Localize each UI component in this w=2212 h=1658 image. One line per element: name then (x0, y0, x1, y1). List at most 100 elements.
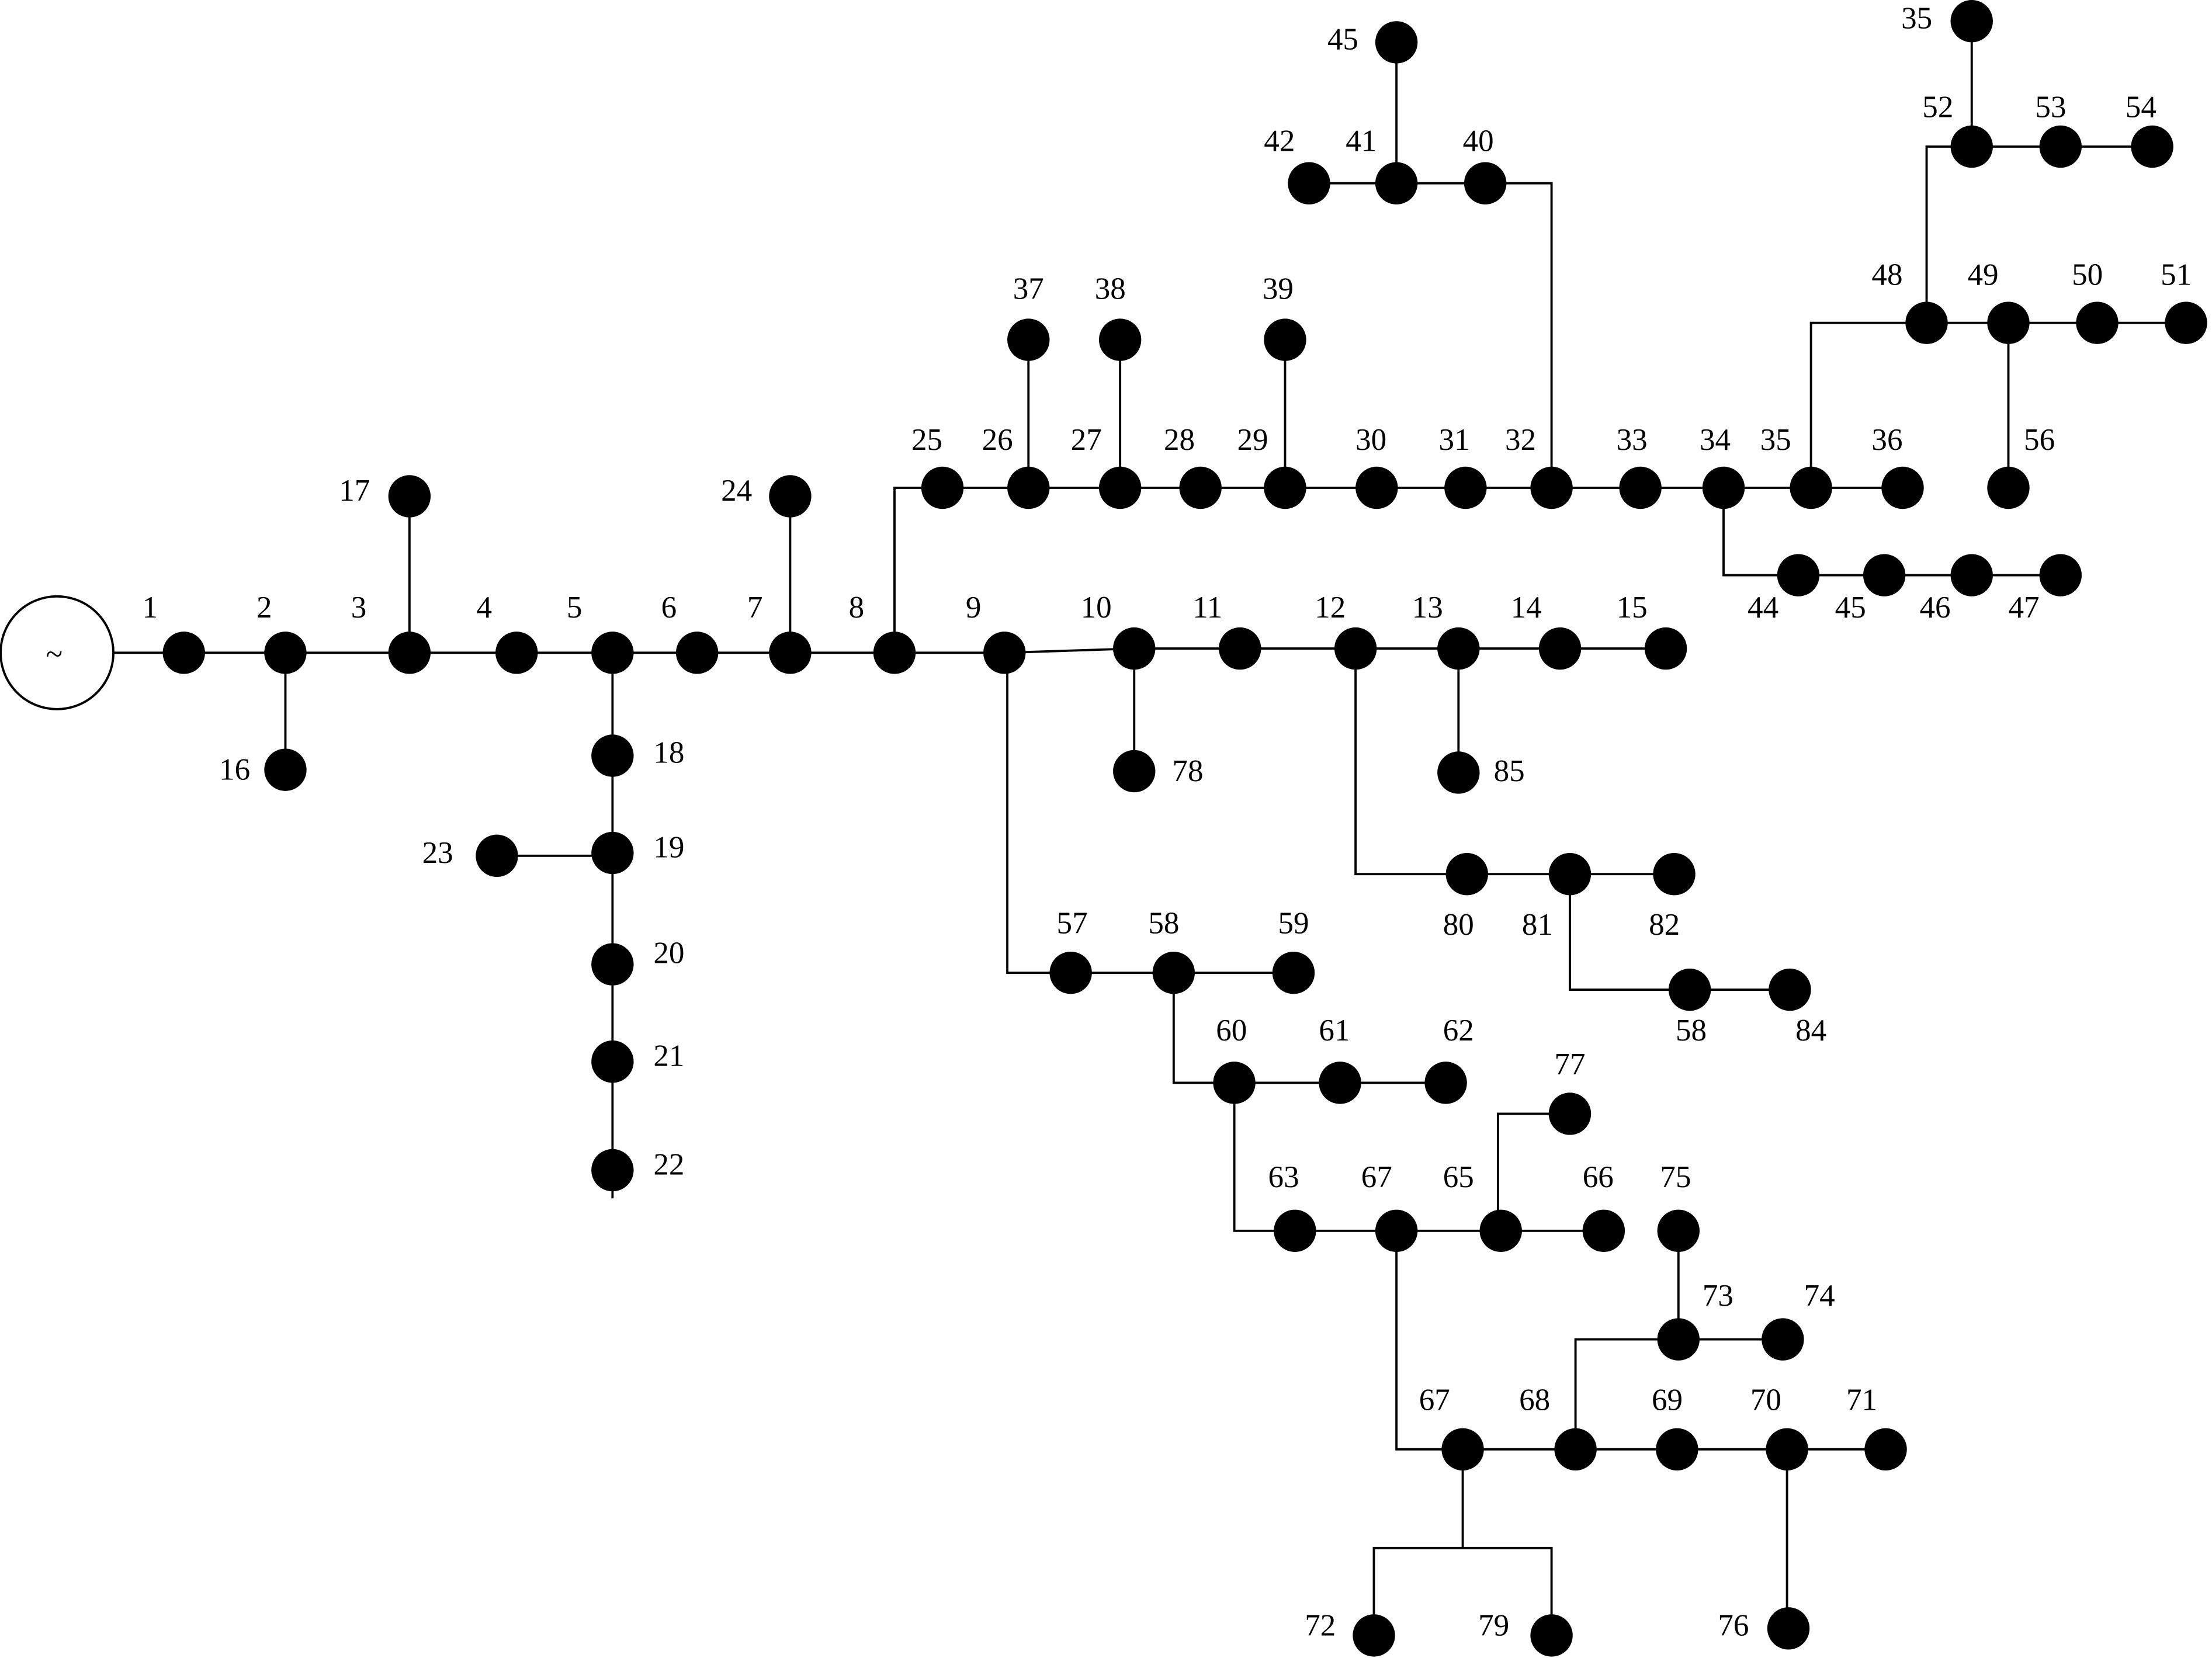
bus-node: 53 (2035, 90, 2082, 168)
bus-dot (1264, 318, 1306, 361)
bus-dot (983, 632, 1026, 674)
bus-node: 45 (1327, 21, 1418, 64)
feeder-line (1925, 145, 2152, 323)
bus-dot (1548, 853, 1592, 896)
bus-node: 81 (1522, 853, 1592, 942)
bus-node: 75 (1657, 1160, 1700, 1252)
bus-node: 11 (1192, 591, 1261, 670)
bus-node: 7 (747, 591, 812, 674)
bus-node: 57 (1049, 907, 1092, 994)
bus-label: 4 (476, 591, 492, 625)
bus-label: 84 (1795, 1014, 1826, 1047)
bus-label: 53 (2035, 90, 2066, 124)
feeder-line (1496, 1112, 1570, 1231)
bus-dot (1437, 751, 1480, 794)
bus-dot (1272, 951, 1315, 994)
bus-dot (591, 632, 634, 674)
bus-node: 77 (1548, 1047, 1592, 1135)
bus-label: 22 (653, 1147, 684, 1181)
bus-node: 41 (1346, 124, 1418, 204)
bus-node: 42 (1264, 124, 1330, 204)
bus-node: 27 (1071, 423, 1142, 509)
bus-dot (1777, 554, 1820, 596)
feeder-line (1569, 874, 1790, 991)
bus-node: 48 (1871, 258, 1948, 344)
bus-dot (1767, 1607, 1810, 1650)
bus-label: 47 (2008, 591, 2039, 625)
bus-label: 31 (1439, 423, 1470, 457)
bus-dot (1554, 1428, 1597, 1471)
bus-node: 25 (911, 423, 964, 509)
bus-dot (921, 466, 964, 509)
bus-dot (1049, 951, 1092, 994)
bus-node: 45 (1835, 554, 1906, 625)
bus-label: 40 (1463, 124, 1494, 158)
bus-label: 7 (747, 591, 763, 625)
bus-label: 8 (849, 591, 865, 625)
bus-node: 39 (1263, 272, 1306, 361)
bus-node: 63 (1268, 1160, 1316, 1252)
bus-label: 54 (2126, 90, 2156, 124)
bus-label: 80 (1443, 908, 1474, 942)
bus-dot (1375, 21, 1418, 64)
bus-node: 4 (476, 591, 538, 674)
bus-dot (1769, 968, 1811, 1011)
bus-node: 60 (1213, 1014, 1256, 1104)
bus-dot (1950, 125, 1993, 168)
bus-label: 28 (1164, 423, 1195, 457)
bus-label: 25 (911, 423, 942, 457)
bus-node: 54 (2126, 90, 2173, 168)
bus-label: 24 (721, 474, 752, 508)
bus-label: 60 (1216, 1014, 1247, 1047)
bus-label: 9 (966, 591, 982, 625)
bus-label: 42 (1264, 124, 1295, 158)
feeder-line (113, 647, 1666, 654)
bus-node: 30 (1355, 423, 1398, 509)
bus-label: 33 (1617, 423, 1648, 457)
bus-node: 67 (1419, 1383, 1484, 1471)
bus-dot (1113, 750, 1156, 793)
bus-node: 13 (1412, 591, 1480, 670)
bus-node: 51 (2161, 258, 2207, 344)
bus-label: 76 (1718, 1609, 1749, 1643)
bus-dot (388, 475, 431, 518)
bus-label: 75 (1660, 1160, 1691, 1194)
bus-node: 23 (422, 834, 518, 877)
bus-node: 46 (1919, 554, 1993, 625)
bus-label: 29 (1237, 423, 1268, 457)
bus-node: 56 (1987, 423, 2055, 509)
bus-dot (162, 632, 205, 674)
bus-dot (1582, 1209, 1625, 1252)
bus-node: 10 (1081, 591, 1156, 670)
bus-node: 69 (1652, 1383, 1698, 1471)
bus-node: 15 (1617, 591, 1687, 670)
bus-node: 36 (1871, 423, 1924, 509)
bus-node: 6 (661, 591, 719, 674)
bus-dot (591, 1040, 634, 1083)
bus-label: 36 (1871, 423, 1902, 457)
bus-dot (1657, 1209, 1700, 1252)
bus-dot (264, 632, 307, 674)
bus-dot (591, 943, 634, 986)
bus-node: 70 (1750, 1383, 1808, 1471)
bus-label: 48 (1871, 258, 1902, 292)
bus-label: 62 (1443, 1014, 1474, 1047)
bus-dot (1464, 162, 1507, 204)
bus-label: 14 (1511, 591, 1542, 625)
bus-label: 59 (1278, 907, 1309, 941)
bus-dot (1445, 853, 1488, 896)
bus-node: 44 (1748, 554, 1820, 625)
bus-dot (1657, 1318, 1700, 1361)
bus-node: 18 (591, 734, 684, 777)
bus-label: 45 (1835, 591, 1866, 625)
bus-dot (1653, 853, 1696, 896)
bus-label: 17 (339, 474, 370, 508)
bus-node: 68 (1519, 1383, 1597, 1471)
bus-label: 2 (256, 591, 272, 625)
bus-label: 68 (1519, 1383, 1550, 1417)
bus-dot (2076, 301, 2119, 344)
bus-node: 58 (1668, 968, 1711, 1047)
bus-label: 41 (1346, 124, 1377, 158)
bus-label: 77 (1554, 1047, 1585, 1081)
